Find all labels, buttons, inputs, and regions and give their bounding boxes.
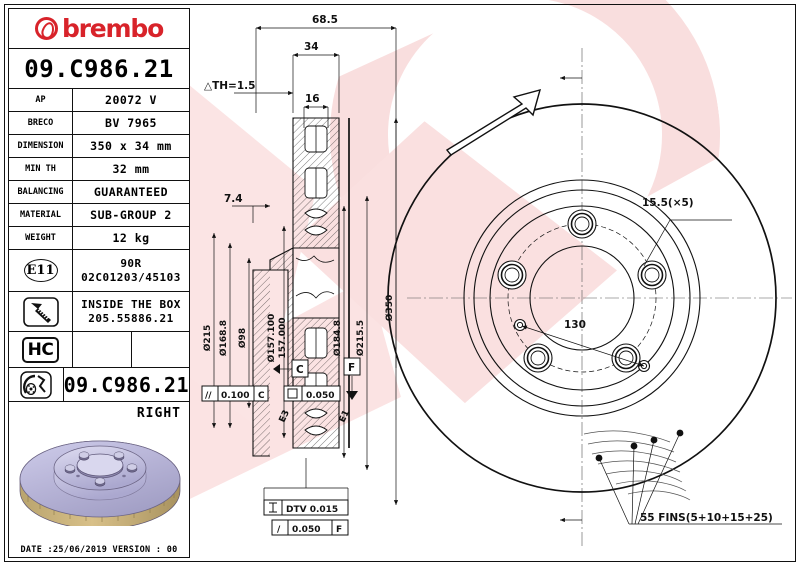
screw-icon <box>9 292 73 331</box>
row-label: AP <box>9 89 73 111</box>
row-value: BV 7965 <box>105 116 157 130</box>
rotation-direction-arrow <box>445 89 542 156</box>
dim-label-dia-215: Ø215 <box>202 325 213 351</box>
table-row-balancing: BALANCING GUARANTEED <box>9 181 189 204</box>
table-row-ap: AP 20072 V <box>9 89 189 112</box>
bolt-hole <box>567 209 597 239</box>
table-row-homologation: E11 90R 02C01203/45103 <box>9 250 189 292</box>
bolt-hole <box>637 260 667 290</box>
dim-label-dia-157-100: Ø157.100 <box>266 314 277 363</box>
datum-c-label: C <box>296 364 304 376</box>
dim-label-dia-168-8: Ø168.8 <box>218 320 229 356</box>
brembo-logo-icon <box>34 17 58 40</box>
sheet-border <box>4 4 796 562</box>
table-row-part-number: 09.C986.21 <box>9 368 189 402</box>
hc-cell-right <box>132 332 190 367</box>
brand-name: brembo <box>61 14 164 43</box>
row-value: GUARANTEED <box>93 185 169 199</box>
row-value: 20072 V <box>105 93 157 107</box>
dimension-dia-215-5: Ø215.5 <box>355 196 370 470</box>
dim-label-th: △TH=1.5 <box>204 80 255 92</box>
hc-empty-cells <box>73 332 189 367</box>
dim-label-dia-98: Ø98 <box>237 328 248 348</box>
homologation-line-1: 90R <box>120 256 142 270</box>
accessory-line-1: INSIDE THE BOX <box>81 297 181 311</box>
dim-label-fins: 55 FINS(5+10+15+25) <box>640 512 773 524</box>
fins-callout: 55 FINS(5+10+15+25) <box>595 429 782 525</box>
row-value: 32 mm <box>112 162 150 176</box>
page-title: 09.C986.21 <box>9 49 189 89</box>
dim-label-34: 34 <box>304 41 319 53</box>
table-row-breco: BRECO BV 7965 <box>9 112 189 135</box>
row-label: BALANCING <box>9 181 73 203</box>
hc-badge-icon: HC <box>9 332 73 367</box>
datum-f: F <box>343 357 361 400</box>
footer-date: DATE :25/06/2019 VERSION : 00 <box>8 542 190 558</box>
dim-label-dia-215-5: Ø215.5 <box>355 320 366 356</box>
dim-label-16: 16 <box>305 93 320 105</box>
part-number-value: 09.C986.21 <box>63 372 189 397</box>
homologation-value: 90R 02C01203/45103 <box>73 250 189 291</box>
dim-label-7-4: 7.4 <box>224 193 243 205</box>
row-value: SUB-GROUP 2 <box>90 208 172 222</box>
gdt-tol-runout: 0.050 <box>292 525 320 535</box>
drawing-area: 68.5 34 △TH=1.5 16 <box>192 8 794 558</box>
dim-label-dia-157-000: 157.000 <box>278 318 288 359</box>
dim-label-dia-184-8: Ø184.8 <box>332 320 343 356</box>
callout-bolt-hole-size: 15.5(×5) <box>642 197 732 267</box>
gdt-flatness-frame: 0.050 <box>283 385 341 402</box>
hc-cell-left <box>73 332 132 367</box>
brand-logo: brembo <box>9 9 189 49</box>
dim-label-15-5: 15.5(×5) <box>642 197 694 209</box>
dimension-hat-thickness: 7.4 <box>224 193 270 223</box>
bolt-hole <box>523 343 553 373</box>
table-row-dimension: DIMENSION 350 x 34 mm <box>9 135 189 158</box>
accessory-value: INSIDE THE BOX 205.55886.21 <box>73 292 189 331</box>
side-label: RIGHT <box>136 406 181 421</box>
row-label: MIN TH <box>9 158 73 180</box>
hc-label: HC <box>21 336 60 363</box>
gdt-tol-parallelism: 0.100 <box>221 391 249 401</box>
dimension-thickness-variation: △TH=1.5 <box>204 80 293 96</box>
gdt-tol-flatness: 0.050 <box>306 391 334 401</box>
brake-disc-3d-render <box>14 424 184 539</box>
gdt-parallelism-frame: // 0.100 C <box>201 385 269 402</box>
e11-approval-icon: E11 <box>9 250 73 291</box>
table-row-hc: HC <box>9 332 189 368</box>
gdt-runout-frame: / 0.050 F <box>271 519 349 536</box>
info-panel: brembo 09.C986.21 AP 20072 V BRECO BV 79… <box>8 8 190 544</box>
pin-hole <box>513 318 527 332</box>
row-label: WEIGHT <box>9 227 73 249</box>
dimension-dia-350: Ø350 <box>384 118 399 505</box>
dim-label-68-5: 68.5 <box>312 14 338 26</box>
bolt-hole <box>611 343 641 373</box>
row-value: 350 x 34 mm <box>90 139 172 153</box>
row-label: BRECO <box>9 112 73 134</box>
face-view: 130 15.5(×5) <box>387 48 792 548</box>
table-row-material: MATERIAL SUB-GROUP 2 <box>9 204 189 227</box>
brake-disc-wheel-icon <box>9 368 64 401</box>
fins-region <box>583 430 691 501</box>
table-row-weight: WEIGHT 12 kg <box>9 227 189 250</box>
row-label: DIMENSION <box>9 135 73 157</box>
section-note-left: E3 <box>278 409 292 424</box>
gdt-symbol-parallelism: // <box>205 391 212 401</box>
gdt-datum-runout: F <box>336 525 342 535</box>
table-row-min-th: MIN TH 32 mm <box>9 158 189 181</box>
gdt-datum-parallelism: C <box>258 391 265 401</box>
row-label: MATERIAL <box>9 204 73 226</box>
homologation-line-2: 02C01203/45103 <box>81 270 181 284</box>
row-value: 12 kg <box>112 231 150 245</box>
datum-f-label: F <box>348 362 355 374</box>
e11-badge-label: E11 <box>23 259 58 282</box>
table-row-accessory: INSIDE THE BOX 205.55886.21 <box>9 292 189 332</box>
gdt-tol-dtv: DTV 0.015 <box>286 505 338 515</box>
disc-preview-cell: RIGHT <box>9 402 189 543</box>
gdt-dtv-frame: DTV 0.015 <box>263 499 349 516</box>
bolt-hole <box>497 260 527 290</box>
accessory-line-2: 205.55886.21 <box>88 311 174 325</box>
dim-label-130: 130 <box>564 319 586 331</box>
